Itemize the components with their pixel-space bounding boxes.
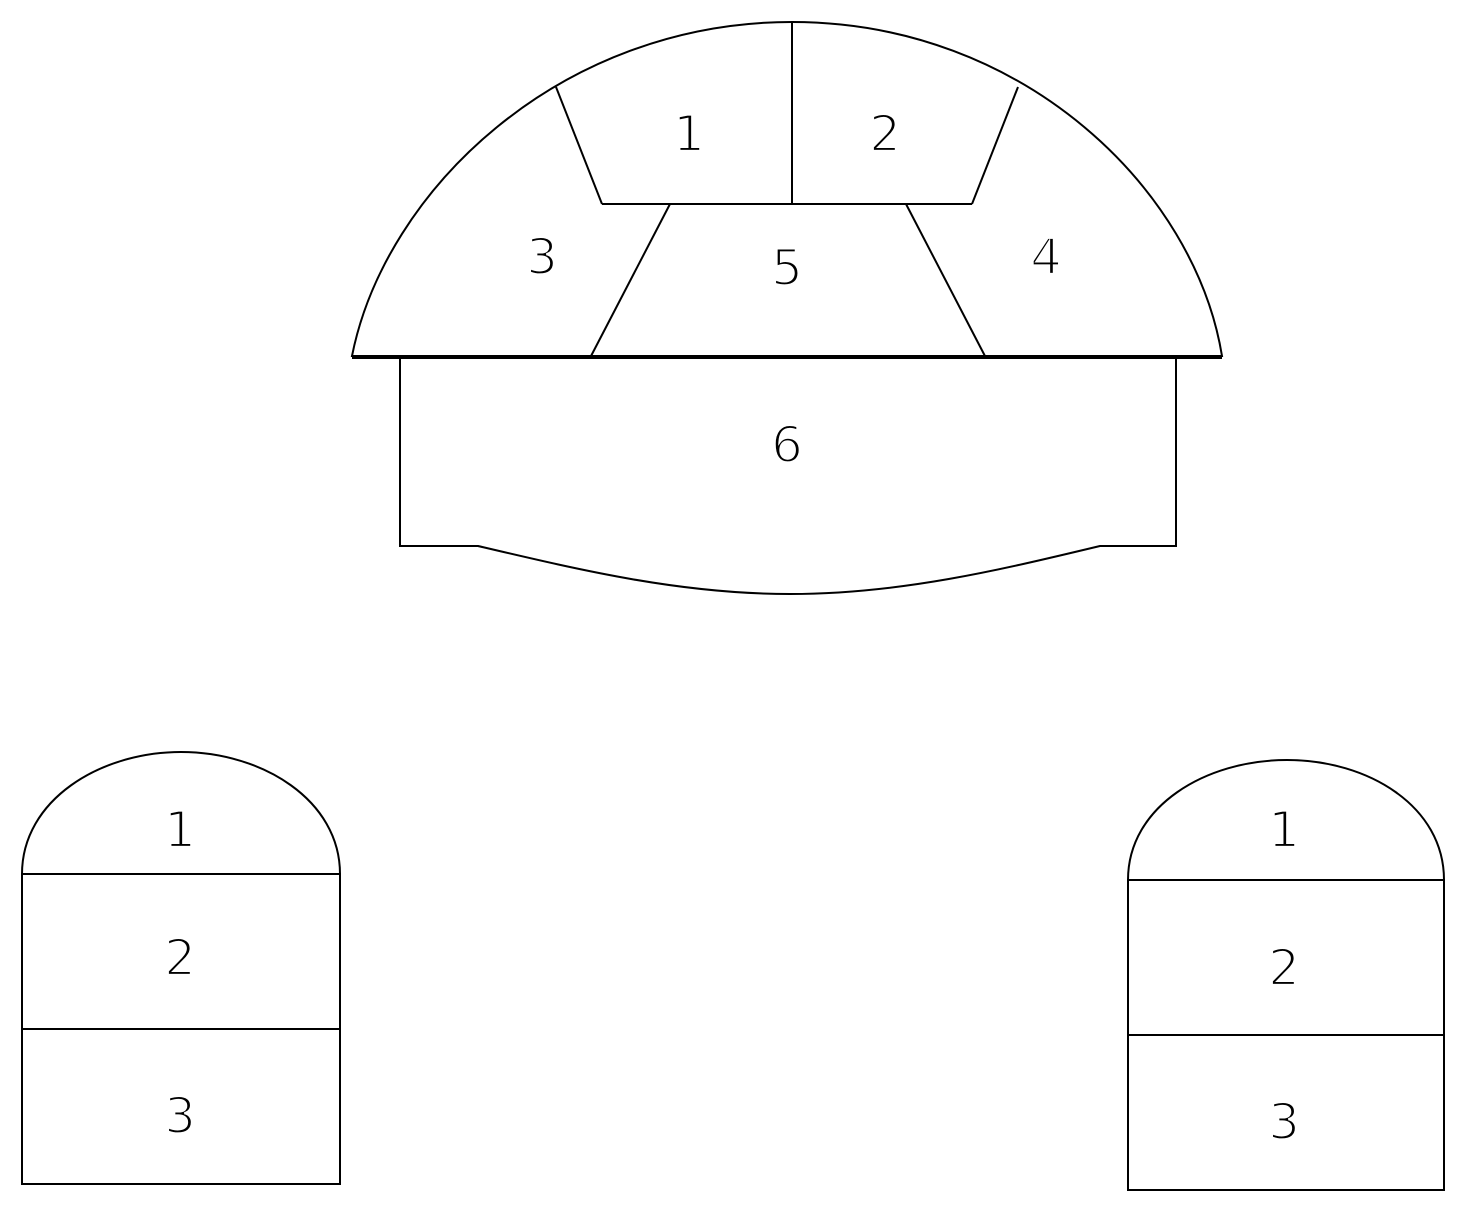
main-section-6-label: 6 [771, 416, 803, 474]
main-divider-5-4 [905, 203, 987, 359]
right-block: 1 2 3 [1126, 758, 1446, 1191]
main-block: 1 2 3 4 5 6 [350, 20, 1224, 596]
right-section-2-shape [1127, 879, 1445, 1036]
right-section-1-label: 1 [1268, 801, 1300, 859]
right-dome-outline [1126, 758, 1446, 881]
main-section-6-shape [399, 357, 1177, 596]
right-section-3-shape [1127, 1034, 1445, 1191]
main-section-2-label: 2 [869, 105, 901, 163]
right-section-2-label: 2 [1268, 939, 1300, 997]
left-section-3-shape [21, 1028, 341, 1185]
left-section-2-label: 2 [164, 929, 196, 987]
right-section-3-label: 3 [1268, 1093, 1300, 1151]
main-section-4-label: 4 [1030, 228, 1062, 286]
main-divider-1-3 [555, 86, 603, 205]
main-section-1-label: 1 [673, 105, 705, 163]
left-block: 1 2 3 [20, 750, 342, 1185]
main-section-3-label: 3 [526, 228, 558, 286]
main-dome-outline [350, 20, 1224, 357]
main-divider-3-5 [589, 203, 671, 359]
left-section-3-label: 3 [164, 1087, 196, 1145]
left-section-1-label: 1 [164, 801, 196, 859]
main-divider-2-4 [971, 86, 1019, 205]
left-dome-outline [20, 750, 342, 875]
main-section-5-label: 5 [771, 239, 803, 297]
